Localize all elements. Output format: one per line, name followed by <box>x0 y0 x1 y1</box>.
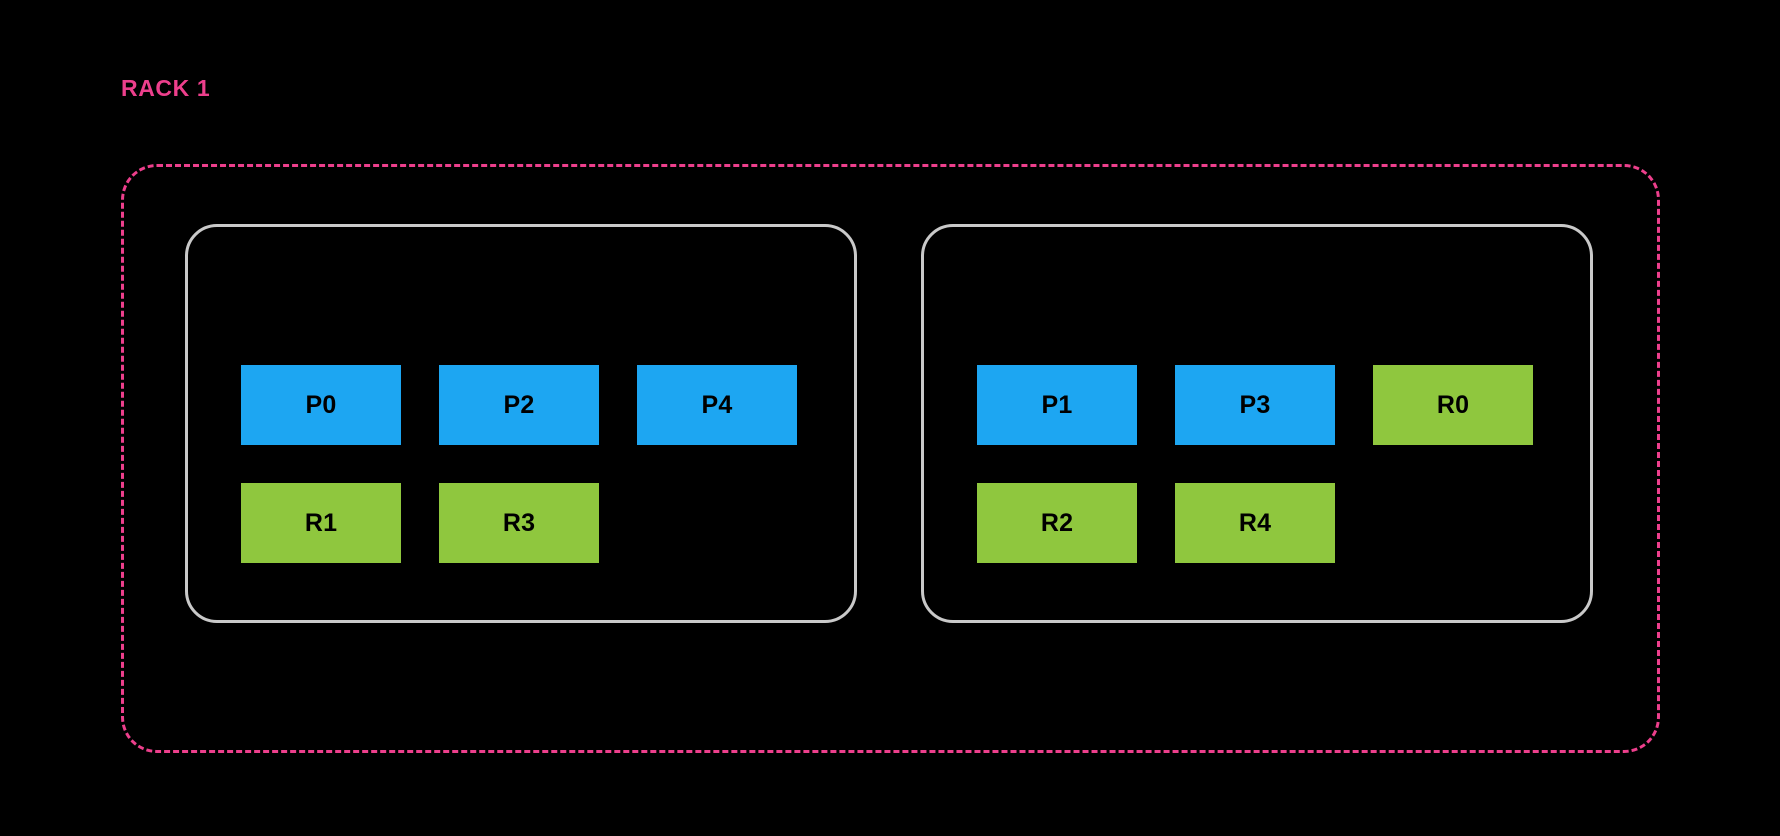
slot-row: R1 R3 <box>241 483 797 563</box>
slot-r3: R3 <box>439 483 599 563</box>
slot-r4: R4 <box>1175 483 1335 563</box>
slot-p2: P2 <box>439 365 599 445</box>
slot-grid-right: P1 P3 R0 R2 R4 <box>977 365 1533 563</box>
slot-row: P1 P3 R0 <box>977 365 1533 445</box>
host-box-right: P1 P3 R0 R2 R4 <box>921 224 1593 623</box>
slot-r1: R1 <box>241 483 401 563</box>
slot-row: P0 P2 P4 <box>241 365 797 445</box>
rack-label: RACK 1 <box>121 75 211 101</box>
host-box-left: P0 P2 P4 R1 R3 <box>185 224 857 623</box>
slot-row: R2 R4 <box>977 483 1533 563</box>
slot-grid-left: P0 P2 P4 R1 R3 <box>241 365 797 563</box>
rack-boundary <box>121 164 1660 753</box>
slot-p4: P4 <box>637 365 797 445</box>
slot-r0: R0 <box>1373 365 1533 445</box>
slot-p1: P1 <box>977 365 1137 445</box>
slot-p3: P3 <box>1175 365 1335 445</box>
slot-p0: P0 <box>241 365 401 445</box>
slot-r2: R2 <box>977 483 1137 563</box>
